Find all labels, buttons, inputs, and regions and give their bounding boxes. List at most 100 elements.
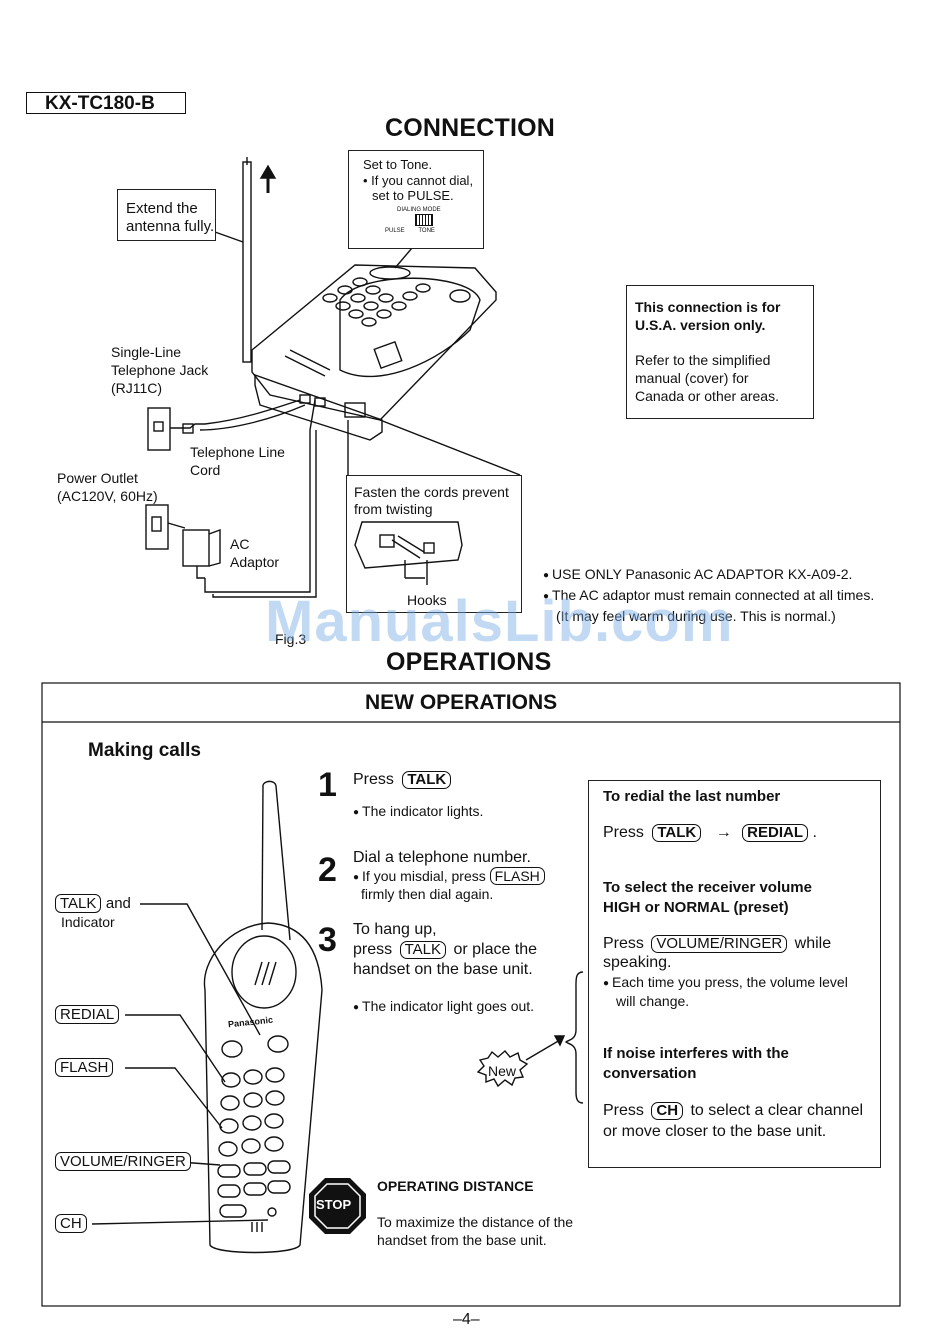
sidebox-text: Press [603, 824, 644, 841]
adaptor-note: USE ONLY Panasonic AC ADAPTOR KX-A09-2. [543, 565, 874, 586]
volume-title-line: HIGH or NORMAL (preset) [603, 899, 789, 916]
noise-title-line: If noise interferes with the [603, 1045, 789, 1062]
sidebox-text: Press [603, 935, 644, 952]
redial-key: REDIAL [742, 824, 808, 842]
antenna-note-line: antenna fully. [126, 218, 215, 235]
sidebox-text: . [812, 824, 817, 841]
step-2-sub-line2: firmly then dial again. [361, 886, 494, 902]
talk-key: TALK [652, 824, 702, 842]
stop-body-line: To maximize the distance of the [377, 1214, 574, 1230]
arrow-icon: → [715, 824, 732, 841]
adaptor-label-line: AC [230, 536, 250, 552]
sidebox-text: while [794, 935, 832, 952]
power-outlet-icon [145, 504, 169, 550]
redial-instruction: Press TALK → REDIAL . [603, 823, 817, 843]
volume-title-line: To select the receiver volume [603, 879, 812, 896]
step-text: or place the [453, 941, 538, 958]
stop-sign-icon [309, 1178, 366, 1234]
connection-title: CONNECTION [385, 114, 556, 142]
tone-note: Set to Tone. • If you cannot dial, set t… [348, 150, 484, 249]
talk-key: TALK [402, 771, 452, 789]
adaptor-note: (It may feel warm during use. This is no… [556, 608, 836, 624]
step-3-line3: handset on the base unit. [353, 961, 533, 978]
sidebox-text: to select a clear channel [690, 1102, 864, 1119]
fasten-cords-note: Fasten the cords prevent from twisting H… [346, 475, 522, 613]
tone-note-line: • If you cannot dial, [363, 172, 474, 188]
step-text: Press [353, 771, 394, 788]
step-1-sub: The indicator lights. [353, 802, 483, 823]
dialing-mode-switch-icon [415, 213, 433, 226]
step-text: press [353, 941, 393, 958]
fasten-note-line: from twisting [354, 501, 433, 517]
step-sub-text: The indicator lights. [362, 803, 484, 819]
line-cord-label: Telephone Line Cord [190, 443, 285, 479]
step-number: 3 [318, 921, 337, 959]
usa-version-note: This connection is for U.S.A. version on… [626, 285, 814, 419]
tone-note-line: Set to Tone. [363, 157, 433, 172]
ac-adaptor-icon [182, 529, 210, 567]
usa-note-body: Refer to the simplified [635, 352, 771, 368]
volume-ringer-key: VOLUME/RINGER [55, 1152, 191, 1171]
antenna-icon [242, 161, 252, 363]
usa-note-body: manual (cover) for [635, 370, 749, 386]
redial-title: To redial the last number [603, 788, 781, 805]
jack-label-line: Single-Line [111, 344, 182, 360]
power-label-line: (AC120V, 60Hz) [57, 488, 158, 504]
step-number: 1 [318, 766, 337, 804]
adaptor-notes: USE ONLY Panasonic AC ADAPTOR KX-A09-2. … [543, 565, 874, 625]
telephone-jack-label: Single-Line Telephone Jack (RJ11C) [111, 343, 208, 397]
power-outlet-label: Power Outlet (AC120V, 60Hz) [57, 469, 158, 505]
watermark: ManualsLib.com [265, 589, 734, 654]
step-2-text: Dial a telephone number. [353, 849, 531, 866]
handset-talk-label: TALK and [55, 894, 131, 913]
step-sub-text: If you misdial, press [362, 868, 486, 884]
step-number: 2 [318, 851, 337, 889]
volume-instruction-line2: speaking. [603, 954, 672, 971]
usa-note-title: U.S.A. version only. [635, 317, 766, 333]
operating-distance-body: To maximize the distance of the handset … [377, 1213, 573, 1249]
adaptor-note: The AC adaptor must remain connected at … [543, 586, 874, 607]
noise-title: If noise interferes with the conversatio… [603, 1044, 789, 1084]
line-cord-label-line: Cord [190, 462, 221, 478]
step-1-text: Press TALK [353, 770, 452, 790]
figure-label: Fig.3 [275, 631, 307, 647]
usa-note-title: This connection is for [635, 299, 781, 315]
ch-key: CH [55, 1214, 87, 1233]
volume-ringer-key: VOLUME/RINGER [651, 935, 788, 953]
operations-title: OPERATIONS [386, 648, 552, 676]
handset-indicator-label: Indicator [61, 914, 115, 930]
antenna-note: Extend the antenna fully. [117, 189, 216, 241]
step-3-line1: To hang up, [353, 921, 437, 938]
noise-title-line: conversation [603, 1065, 697, 1082]
base-unit-icon [251, 264, 497, 441]
volume-title: To select the receiver volume HIGH or NO… [603, 878, 812, 918]
model-number: KX-TC180-B [26, 92, 186, 114]
fasten-note-line: Fasten the cords prevent [354, 484, 509, 500]
making-calls-heading: Making calls [88, 740, 201, 761]
operating-distance-title: OPERATING DISTANCE [377, 1178, 534, 1194]
flash-key: FLASH [489, 867, 545, 885]
noise-instruction-line2: or move closer to the base unit. [603, 1123, 827, 1140]
handset-icon [203, 780, 323, 1254]
new-operations-title: NEW OPERATIONS [365, 691, 558, 714]
adaptor-label-line: Adaptor [230, 554, 280, 570]
line-cord-label-line: Telephone Line [190, 444, 285, 460]
page-number: –4– [453, 1311, 480, 1328]
step-3-line2: press TALK or place the [353, 940, 537, 960]
flash-key: FLASH [55, 1058, 114, 1077]
tone-label: TONE [418, 227, 435, 234]
volume-note: Each time you press, the volume level wi… [603, 974, 848, 1010]
hooks-label: Hooks [407, 592, 447, 608]
stop-icon-text: STOP [316, 1197, 352, 1212]
redial-key: REDIAL [55, 1005, 120, 1024]
step-sub-text: The indicator light goes out. [362, 998, 535, 1014]
volume-instruction: Press VOLUME/RINGER while [603, 934, 831, 954]
tone-note-line: set to PULSE. [372, 188, 454, 203]
antenna-note-line: Extend the [126, 200, 198, 217]
sidebox-text: Press [603, 1102, 644, 1119]
jack-label-line: (RJ11C) [111, 380, 163, 396]
step-3-sub: The indicator light goes out. [353, 997, 534, 1018]
volume-note-line: Each time you press, the volume level [612, 974, 848, 990]
stop-body-line: handset from the base unit. [377, 1232, 547, 1248]
